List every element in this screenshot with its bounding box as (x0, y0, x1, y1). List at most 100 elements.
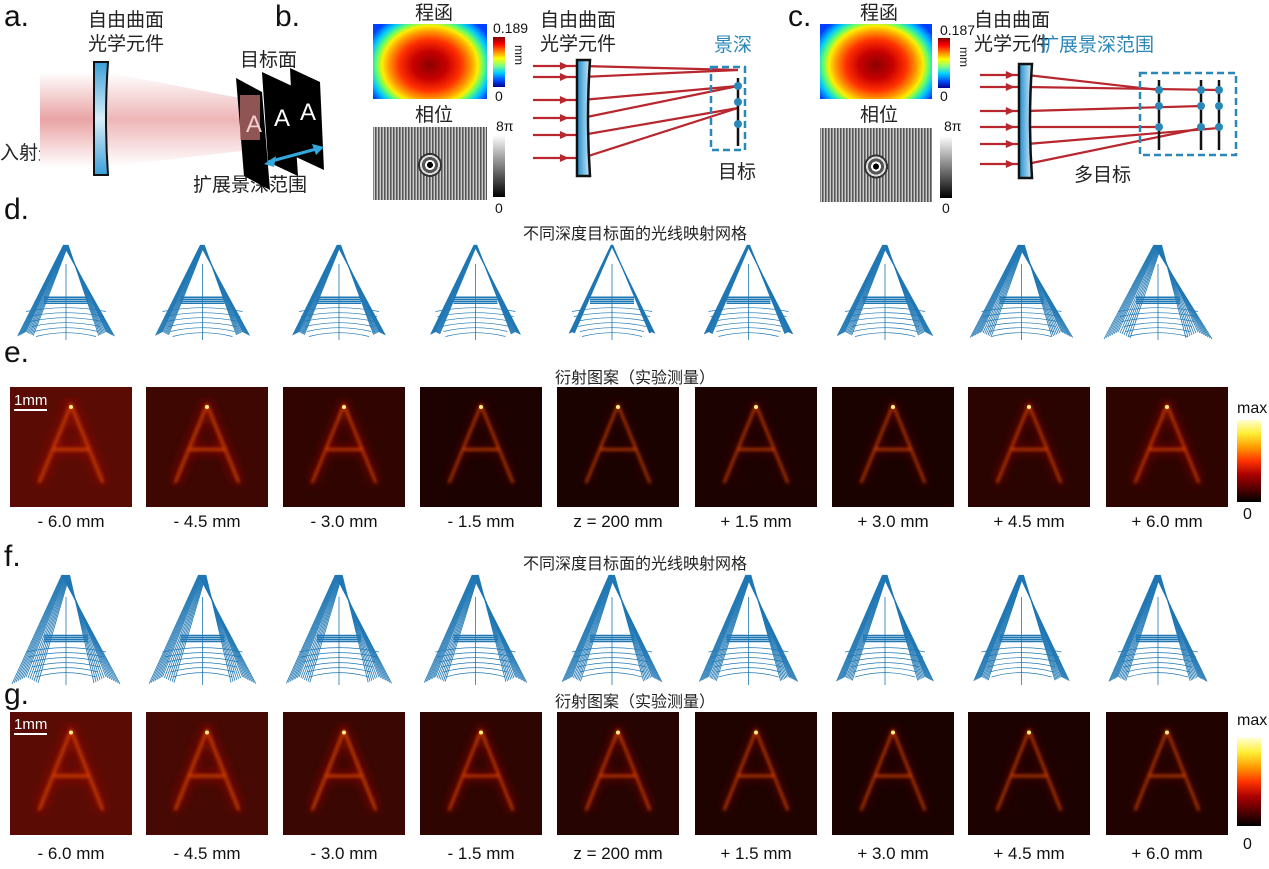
mesh-line (982, 244, 1023, 333)
ray (533, 106, 739, 137)
ray-arrow-icon (1005, 71, 1015, 79)
mesh-line (150, 574, 200, 683)
phase-map (820, 128, 932, 202)
mesh-line (568, 574, 612, 679)
depth-label: + 6.0 mm (1131, 844, 1203, 863)
extended-dof-box (1138, 71, 1238, 157)
mesh-line (706, 574, 749, 678)
mesh-line (30, 244, 68, 335)
focus-point (1197, 102, 1205, 110)
focus-point (1215, 102, 1223, 110)
diffraction-image (420, 712, 542, 835)
mesh-line (302, 574, 341, 679)
svg-text:A: A (300, 99, 316, 126)
mesh-line (1161, 244, 1187, 339)
ray-arrow-icon (559, 73, 569, 81)
ray-mapping-mesh (836, 574, 934, 685)
mesh-line (37, 574, 70, 684)
mesh-line (163, 244, 204, 333)
scale-bar-e: 1mm (14, 392, 48, 411)
mesh-line (1115, 244, 1158, 334)
mesh-line (1122, 574, 1160, 680)
mesh-line (165, 574, 205, 680)
mesh-line (23, 244, 66, 334)
pattern-peak (891, 405, 895, 409)
target-label: 目标 (718, 161, 757, 183)
mesh-line (435, 574, 476, 678)
panel-a-schematic: A A A (40, 61, 324, 190)
mesh-line (423, 574, 473, 683)
diffraction-image (968, 712, 1090, 835)
mesh-line (715, 574, 752, 682)
phase-colorbar (940, 136, 952, 198)
mesh-line (976, 244, 1021, 335)
freeform-element (1017, 62, 1034, 180)
mesh-line (24, 244, 67, 333)
mesh-line (25, 244, 67, 333)
pattern-peak (891, 730, 895, 735)
element-label: 自由曲面光学元件 (88, 8, 164, 56)
mesh-row-f (11, 574, 1208, 685)
mesh-line (18, 244, 65, 336)
cbar-max-e: max (1237, 400, 1268, 417)
mesh-line (1121, 574, 1160, 680)
panel-g-title: 衍射图案（实验测量） (554, 692, 716, 711)
mesh-line (1129, 244, 1162, 339)
depth-label: z = 200 mm (573, 512, 663, 531)
mesh-line (987, 244, 1024, 336)
mesh-line (977, 244, 1021, 334)
incident-beam (40, 72, 100, 167)
mesh-line (1109, 574, 1157, 682)
mesh-line (848, 574, 887, 679)
mesh-line (162, 574, 203, 678)
phase-colorbar (493, 135, 505, 197)
mesh-line (476, 244, 512, 335)
ray (980, 126, 1203, 166)
mesh-line (574, 244, 614, 334)
mesh-line (32, 244, 69, 336)
mesh-line (304, 574, 341, 680)
mesh-line (17, 244, 64, 337)
mesh-line (160, 574, 203, 679)
pattern-peak (342, 730, 346, 735)
pattern-peak (479, 405, 483, 409)
mesh-line (575, 574, 614, 680)
ray-mapping-mesh (561, 574, 663, 685)
mesh-line (19, 574, 65, 681)
depth-label: - 6.0 mm (37, 844, 105, 863)
pattern-peak (1165, 730, 1169, 735)
diffraction-image (695, 387, 817, 507)
mesh-line (713, 574, 751, 680)
mesh-line (711, 244, 750, 334)
mesh-line (15, 574, 64, 683)
mesh-line (984, 244, 1023, 334)
diffraction-image (557, 712, 679, 835)
ray-mapping-mesh (568, 244, 656, 340)
depth-label: - 4.5 mm (173, 844, 241, 863)
eikonal-title: 程函 (860, 2, 899, 24)
cbar-max-g: max (1237, 712, 1268, 729)
mesh-line (296, 574, 339, 679)
eikonal-max: 0.189 (493, 20, 529, 36)
mesh-line (29, 574, 68, 680)
ray-diagram-b (533, 58, 1238, 180)
eikonal-min: 0 (495, 88, 503, 104)
pattern-peak (1165, 405, 1169, 409)
mesh-line (298, 574, 340, 678)
mesh-line (838, 574, 884, 681)
intensity-colorbar-e (1237, 420, 1261, 502)
diffraction-image (146, 387, 268, 507)
mesh-line (19, 244, 65, 336)
mesh-line (169, 574, 206, 681)
mesh-line (836, 574, 883, 682)
diffraction-image (10, 387, 132, 507)
mesh-line (33, 574, 69, 682)
mesh-line (287, 574, 337, 683)
focus-point (1197, 123, 1205, 131)
depth-label: - 3.0 mm (310, 512, 378, 531)
mesh-line (705, 574, 749, 679)
mesh-line (704, 574, 748, 680)
panel-a-label: a. (4, 0, 30, 33)
pattern-peak (616, 730, 620, 735)
